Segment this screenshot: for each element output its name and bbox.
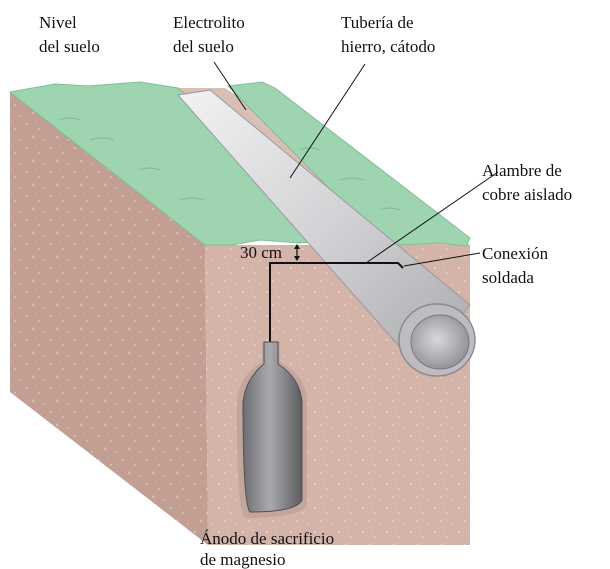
label-ground-level: Nivel del suelo — [39, 13, 100, 56]
label-depth: 30 cm — [240, 243, 282, 262]
label-ground-level-line2: del suelo — [39, 37, 100, 56]
label-soil-electrolyte-line1: Electrolito — [173, 13, 245, 32]
leader-iron-pipe — [289, 63, 366, 179]
label-soldered-connection-line2: soldada — [482, 268, 534, 287]
depth-arrow — [294, 244, 300, 261]
label-sacrificial-anode: Ánodo de sacrificio de magnesio — [200, 529, 338, 569]
pipe-body — [177, 89, 471, 371]
label-copper-wire: Alambre de cobre aislado — [482, 161, 572, 204]
label-iron-pipe: Tubería de hierro, cátodo — [341, 13, 435, 56]
label-soil-electrolyte-line2: del suelo — [173, 37, 234, 56]
label-copper-wire-line2: cobre aislado — [482, 185, 572, 204]
leader-soldered-connection — [403, 252, 481, 267]
leader-soil-electrolyte — [213, 61, 247, 111]
anode-body — [242, 341, 303, 513]
label-sacrificial-anode-line1: Ánodo de sacrificio — [200, 529, 334, 548]
leader-lines — [213, 61, 499, 267]
label-soldered-connection: Conexión soldada — [482, 244, 552, 287]
label-soldered-connection-line1: Conexión — [482, 244, 549, 263]
copper-wire — [269, 262, 404, 345]
pipe-end-inner — [410, 314, 470, 370]
magnesium-anode — [236, 341, 307, 518]
label-sacrificial-anode-line2: de magnesio — [200, 550, 285, 569]
leader-copper-wire — [365, 171, 499, 264]
label-ground-level-line1: Nivel — [39, 13, 77, 32]
soil-left-speckle — [10, 92, 208, 545]
label-iron-pipe-line1: Tubería de — [341, 13, 414, 32]
label-soil-electrolyte: Electrolito del suelo — [173, 13, 249, 56]
label-iron-pipe-line2: hierro, cátodo — [341, 37, 435, 56]
label-copper-wire-line1: Alambre de — [482, 161, 562, 180]
iron-pipe — [177, 89, 476, 377]
